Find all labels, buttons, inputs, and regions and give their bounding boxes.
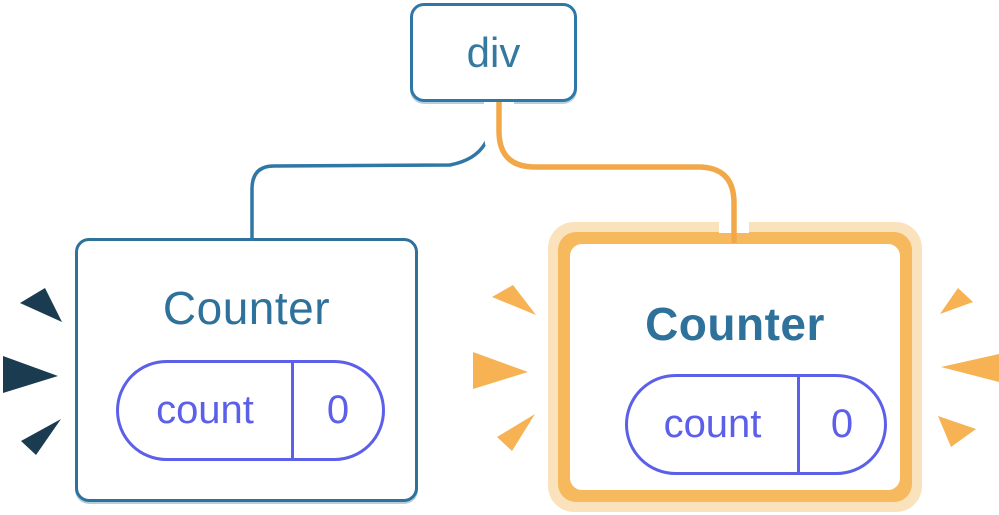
edge-div-to-right-counter-casing [484, 102, 749, 233]
left-state-key: count [119, 363, 294, 458]
spark-icon [941, 354, 999, 382]
right-counter-node: Counter count 0 [570, 244, 900, 490]
right-counter-node-border: Counter count 0 [558, 232, 912, 502]
right-state-key: count [628, 377, 800, 472]
middle-sparks [473, 285, 536, 451]
left-state-value: 0 [326, 388, 350, 432]
spark-icon [21, 419, 61, 455]
right-counter-node-halo: Counter count 0 [548, 222, 922, 512]
left-state-pill: count 0 [116, 360, 385, 461]
root-div-node: div [410, 3, 577, 102]
spark-icon [497, 414, 535, 451]
left-sparks [3, 288, 62, 455]
spark-icon [3, 356, 58, 393]
right-state-value: 0 [830, 402, 854, 446]
root-div-label: div [466, 28, 521, 76]
spark-icon [20, 288, 62, 322]
right-sparks [938, 288, 999, 447]
spark-icon [938, 416, 976, 447]
spark-icon [940, 288, 973, 314]
left-counter-title: Counter [162, 282, 331, 334]
spark-icon [492, 285, 536, 315]
right-state-pill: count 0 [625, 374, 887, 475]
spark-icon [473, 352, 528, 389]
right-counter-title: Counter [645, 298, 825, 350]
left-counter-node: Counter count 0 [75, 238, 418, 502]
edge-div-to-left-counter [250, 101, 495, 241]
